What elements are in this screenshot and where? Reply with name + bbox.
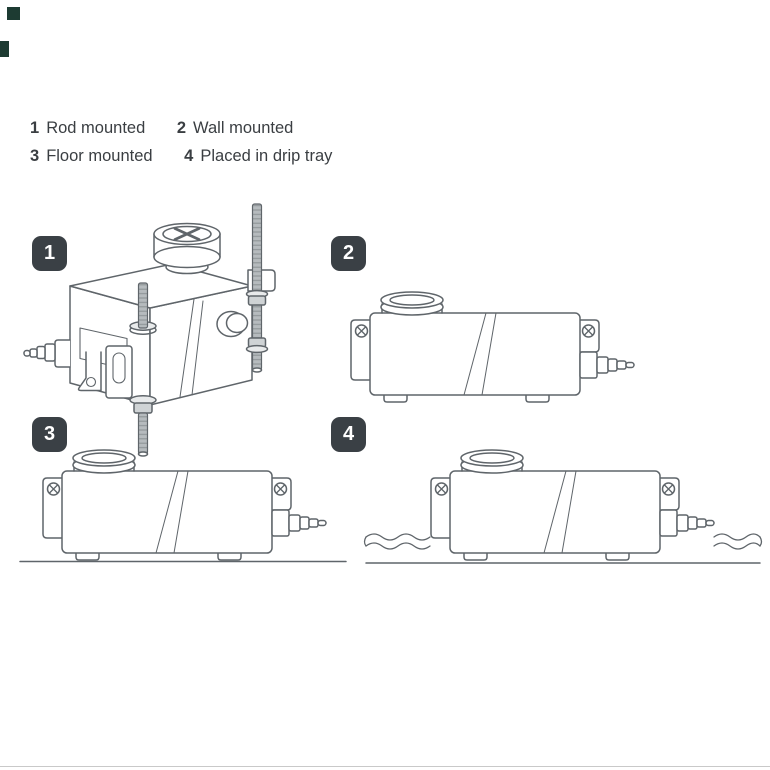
legend-row: 3 Floor mounted 4 Placed in drip tray bbox=[30, 142, 359, 170]
legend: 1 Rod mounted 2 Wall mounted 3 Floor mounte… bbox=[30, 114, 359, 170]
mounting-rod-top bbox=[137, 282, 149, 329]
figure-rod-mounted-drawing bbox=[23, 203, 276, 457]
drip-tray bbox=[363, 533, 763, 564]
pump-unit bbox=[350, 291, 635, 403]
legend-item-wall-mounted: 2 Wall mounted bbox=[177, 119, 293, 137]
figure-2-badge: 2 bbox=[331, 236, 366, 271]
figure-3-badge: 3 bbox=[32, 417, 67, 452]
legend-item-label: Wall mounted bbox=[193, 119, 294, 137]
figure-floor-mounted-drawing bbox=[19, 449, 347, 563]
figure-drip-tray-drawing bbox=[363, 449, 763, 564]
legend-row: 1 Rod mounted 2 Wall mounted bbox=[30, 114, 359, 142]
legend-item-floor-mounted: 3 Floor mounted bbox=[30, 147, 153, 165]
legend-item-label: Rod mounted bbox=[46, 119, 146, 137]
cap-x-mark bbox=[173, 227, 201, 241]
legend-item-number: 4 bbox=[184, 147, 194, 165]
pump-unit bbox=[430, 449, 715, 561]
page-edge-line bbox=[0, 766, 770, 767]
legend-item-number: 1 bbox=[30, 119, 40, 137]
figure-wall-mounted-drawing bbox=[350, 291, 635, 403]
pump-unit bbox=[42, 449, 327, 561]
legend-item-number: 2 bbox=[176, 119, 187, 137]
legend-item-number: 3 bbox=[30, 147, 40, 165]
corner-artifact bbox=[7, 7, 20, 20]
legend-item-label: Floor mounted bbox=[46, 147, 153, 165]
legend-item-label: Placed in drip tray bbox=[200, 147, 333, 165]
corner-artifact bbox=[0, 41, 9, 57]
figure-1-badge: 1 bbox=[32, 236, 67, 271]
figure-4-badge: 4 bbox=[331, 417, 366, 452]
legend-item-drip-tray: 4 Placed in drip tray bbox=[184, 147, 332, 165]
legend-item-rod-mounted: 1 Rod mounted bbox=[30, 119, 145, 137]
